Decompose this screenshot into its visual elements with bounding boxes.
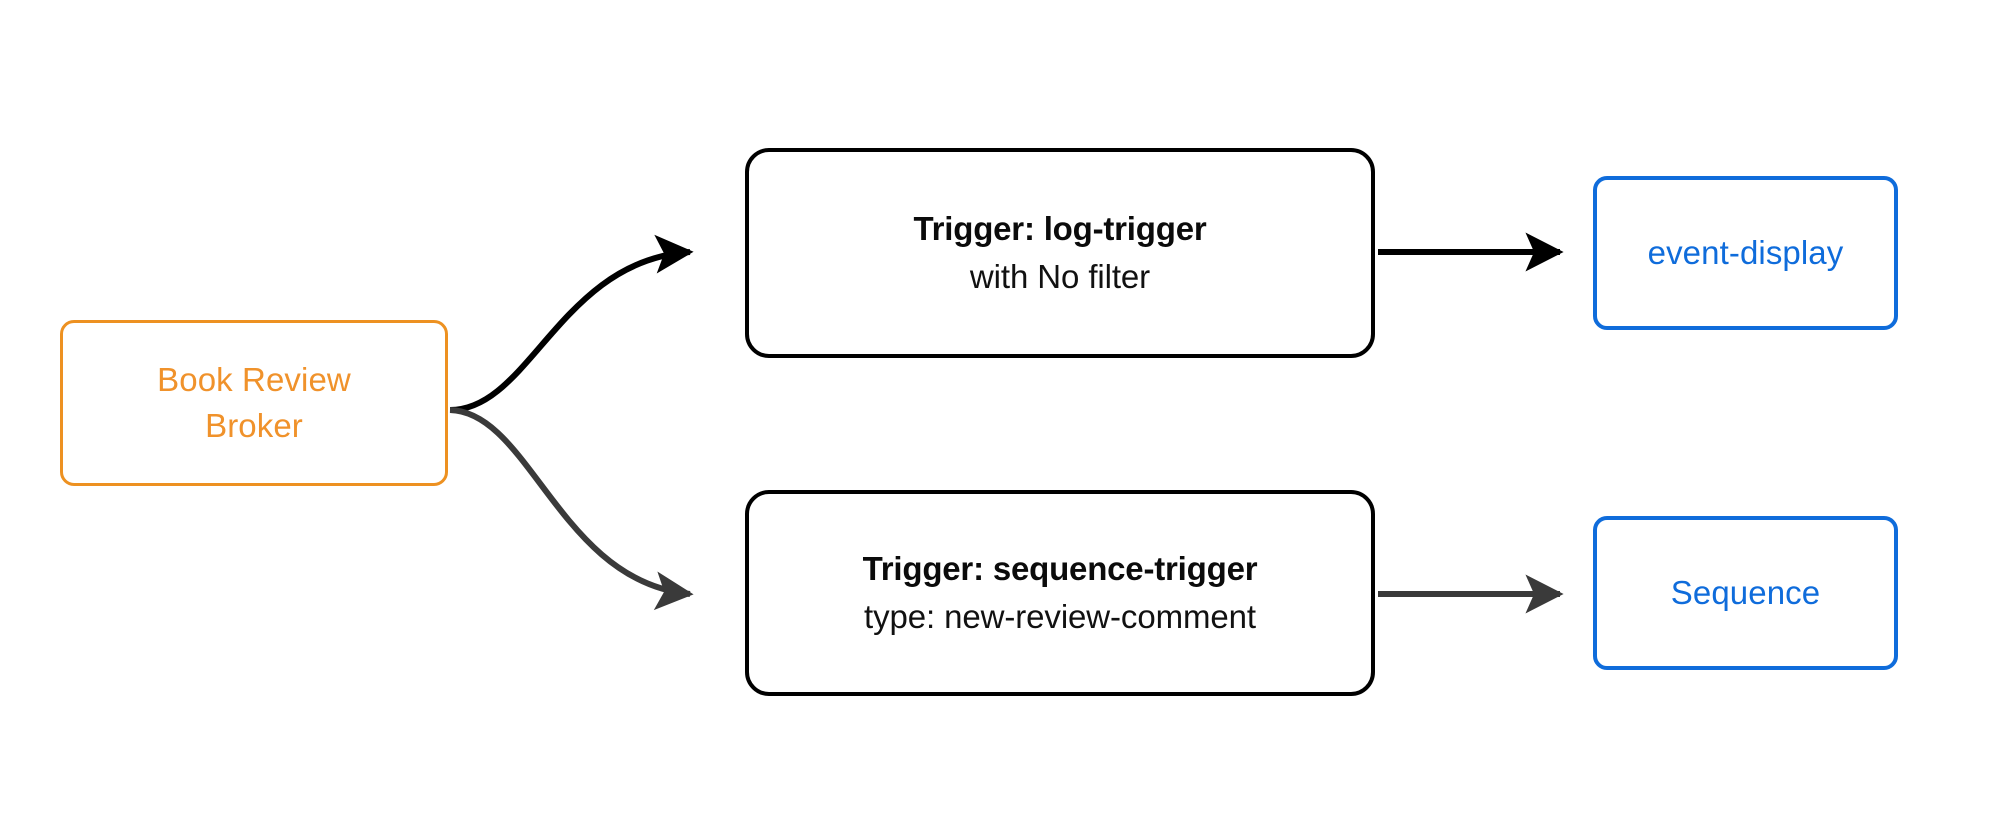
broker-label-line-2: Broker (205, 407, 303, 444)
event-display-label: event-display (1647, 234, 1844, 271)
trigger-sequence-title: Trigger: sequence-trigger (862, 550, 1258, 587)
trigger-log-title: Trigger: log-trigger (913, 210, 1207, 247)
node-event-display[interactable]: event-display (1593, 176, 1898, 330)
node-trigger-log-trigger[interactable]: Trigger: log-trigger with No filter (745, 148, 1375, 358)
broker-label-line-1: Book Review (157, 361, 351, 398)
trigger-sequence-subtitle: type: new-review-comment (864, 598, 1256, 635)
edge-broker-to-sequence-trigger (449, 407, 694, 611)
trigger-log-subtitle: with No filter (969, 258, 1151, 295)
node-book-review-broker[interactable]: Book Review Broker (60, 320, 448, 486)
sequence-label: Sequence (1670, 574, 1821, 611)
node-trigger-sequence-trigger[interactable]: Trigger: sequence-trigger type: new-revi… (745, 490, 1375, 696)
edge-broker-to-log-trigger (449, 234, 694, 413)
node-sequence[interactable]: Sequence (1593, 516, 1898, 670)
